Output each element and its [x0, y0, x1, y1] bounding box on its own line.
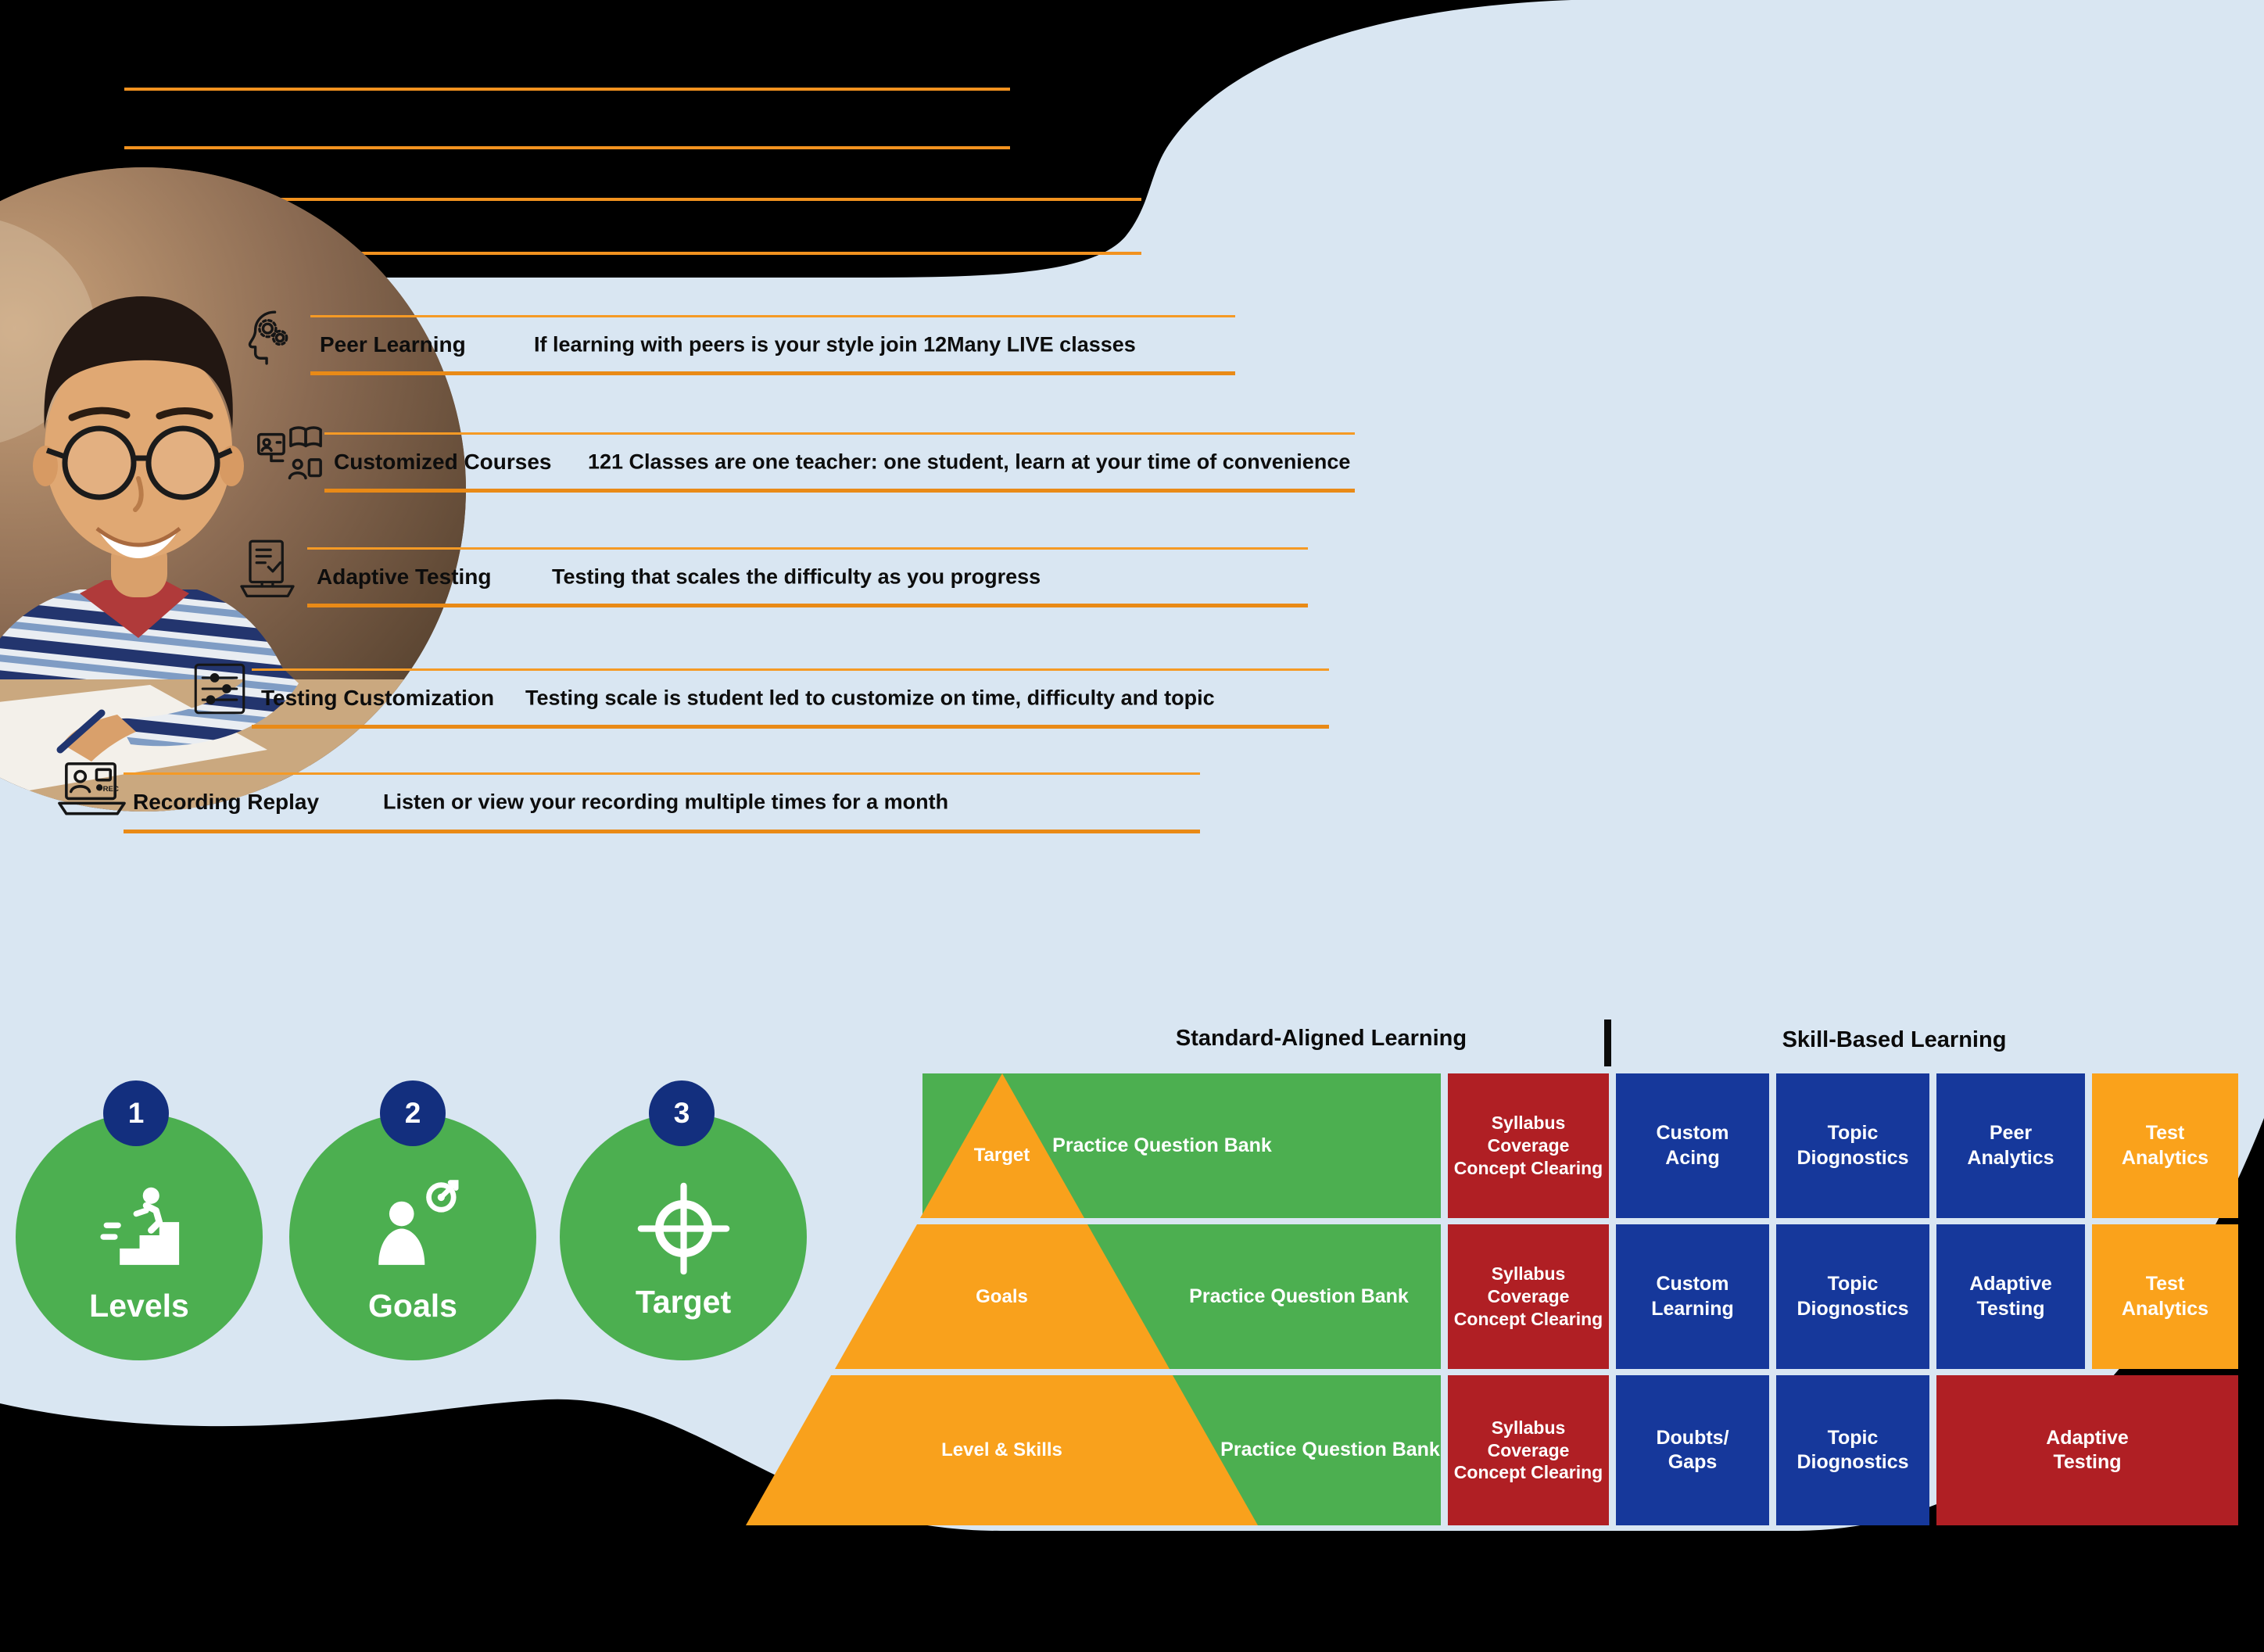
pyramid-slice-level-skills [746, 1375, 1258, 1525]
cell-topic-diognostics: Topic Diognostics [1776, 1224, 1929, 1369]
cell-peer-analytics: Peer Analytics [1936, 1073, 2085, 1218]
cell-text: Custom Learning [1651, 1273, 1734, 1320]
step-number: 3 [673, 1097, 690, 1129]
cell-text: Syllabus Coverage Concept Clearing [1453, 1263, 1603, 1329]
cell-text: Practice Question Bank [1052, 1134, 1272, 1156]
adaptive-testing-icon [240, 539, 295, 598]
cell-text: Topic Diognostics [1797, 1426, 1909, 1473]
cell-adaptive-testing-wide: Adaptive Testing [1936, 1375, 2238, 1525]
feature-description: Listen or view your recording multiple t… [383, 790, 949, 814]
cell-custom-learning: Custom Learning [1616, 1224, 1769, 1369]
cell-custom-acing: Custom Acing [1616, 1073, 1769, 1218]
target-crosshair-icon [637, 1182, 729, 1275]
feature-description: Testing that scales the difficulty as yo… [552, 564, 1041, 588]
step-label: Levels [89, 1288, 189, 1324]
goals-person-target-icon [378, 1180, 459, 1265]
cell-topic-diognostics: Topic Diognostics [1776, 1375, 1929, 1525]
header-standard-aligned-learning: Standard-Aligned Learning [1175, 1026, 1467, 1051]
cell-text: Practice Question Bank [1189, 1285, 1409, 1307]
step-label: Goals [368, 1288, 457, 1324]
cell-text: Custom Acing [1656, 1122, 1729, 1169]
feature-title: Recording Replay [133, 790, 320, 814]
pyramid-label-target: Target [746, 1093, 1258, 1218]
feature-row-customized-courses: Customized Courses 121 Classes are one t… [324, 432, 1355, 493]
feature-title: Adaptive Testing [317, 564, 492, 589]
cell-text: Adaptive Testing [1969, 1273, 2052, 1320]
cell-text: Peer Analytics [1967, 1122, 2054, 1169]
decorative-rule [124, 88, 1010, 91]
feature-description: 121 Classes are one teacher: one student… [588, 450, 1351, 473]
pyramid-label-text: Target [973, 1145, 1030, 1166]
header-divider [1604, 1020, 1611, 1066]
feature-row-peer-learning: Peer Learning If learning with peers is … [310, 315, 1235, 375]
header-skill-based-learning: Skill-Based Learning [1782, 1027, 2007, 1052]
step-number: 2 [404, 1097, 421, 1129]
testing-customization-icon [194, 663, 245, 715]
peer-learning-icon [248, 310, 288, 365]
step-number: 1 [127, 1097, 145, 1129]
feature-row-recording-replay: Recording Replay Listen or view your rec… [124, 772, 1200, 833]
decorative-rule [124, 146, 1010, 149]
decorative-rule [249, 252, 1141, 255]
pyramid-label-goals: Goals [746, 1224, 1258, 1369]
feature-description: If learning with peers is your style joi… [534, 332, 1136, 356]
step-number-badge: 1 [103, 1080, 169, 1146]
recording-replay-icon: REC [58, 762, 126, 815]
pyramid-label-text: Goals [976, 1285, 1028, 1307]
svg-text:REC: REC [103, 785, 119, 794]
feature-description: Testing scale is student led to customiz… [525, 686, 1215, 709]
cell-test-analytics: Test Analytics [2092, 1224, 2238, 1369]
levels-stairs-icon [99, 1187, 179, 1265]
feature-title: Testing Customization [261, 685, 495, 710]
step-circle-levels: Levels [16, 1113, 263, 1360]
step-label: Target [635, 1284, 732, 1320]
cell-text: Test Analytics [2121, 1122, 2209, 1169]
step-circle-goals: Goals [289, 1113, 536, 1360]
decorative-rule [249, 198, 1141, 201]
feature-title: Peer Learning [320, 331, 466, 357]
cell-text: Topic Diognostics [1797, 1273, 1909, 1320]
pyramid-slice-goals [835, 1224, 1170, 1369]
cell-syllabus-coverage: Syllabus Coverage Concept Clearing [1448, 1375, 1609, 1525]
cell-text: Syllabus Coverage Concept Clearing [1453, 1417, 1603, 1483]
cell-text: Practice Question Bank [1220, 1439, 1440, 1461]
cell-adaptive-testing: Adaptive Testing [1936, 1224, 2085, 1369]
pyramid-label-level-skills: Level & Skills [746, 1375, 1258, 1525]
student-illustration [0, 167, 466, 812]
pyramid-slice-target [920, 1073, 1084, 1218]
feature-row-testing-customization: Testing Customization Testing scale is s… [252, 668, 1329, 729]
step-circle-target: Target [560, 1113, 807, 1360]
cell-syllabus-coverage: Syllabus Coverage Concept Clearing [1448, 1073, 1609, 1218]
cell-text: Doubts/ Gaps [1656, 1426, 1729, 1473]
cell-text: Topic Diognostics [1797, 1122, 1909, 1169]
step-number-badge: 2 [380, 1080, 446, 1146]
feature-title: Customized Courses [334, 449, 552, 474]
feature-row-adaptive-testing: Adaptive Testing Testing that scales the… [307, 547, 1308, 607]
cell-text: Syllabus Coverage Concept Clearing [1453, 1113, 1603, 1178]
cell-topic-diognostics: Topic Diognostics [1776, 1073, 1929, 1218]
cell-syllabus-coverage: Syllabus Coverage Concept Clearing [1448, 1224, 1609, 1369]
step-number-badge: 3 [649, 1080, 715, 1146]
cell-text: Test Analytics [2121, 1273, 2209, 1320]
cell-text: Adaptive Testing [2046, 1426, 2129, 1473]
customized-courses-icon [257, 426, 322, 480]
pyramid-label-text: Level & Skills [941, 1439, 1062, 1460]
cell-doubts-gaps: Doubts/ Gaps [1616, 1375, 1769, 1525]
cell-test-analytics: Test Analytics [2092, 1073, 2238, 1218]
